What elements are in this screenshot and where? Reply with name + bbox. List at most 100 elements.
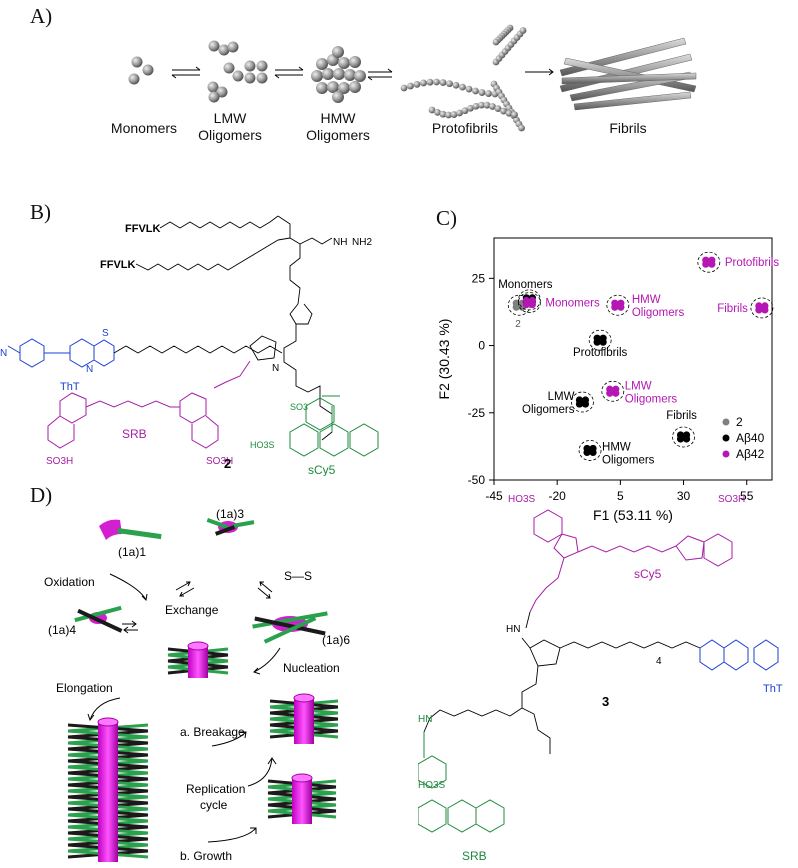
protofibril-beads (400, 24, 527, 132)
data-point (611, 303, 619, 311)
series-2-marker-label: 2 (515, 319, 521, 330)
fibril-fragment-1 (269, 693, 339, 744)
panel-d-label: D) (30, 483, 53, 507)
species-1a4-glyph (74, 605, 123, 633)
y-axis-label: F2 (30.43 %) (436, 319, 452, 400)
cluster-ellipse (750, 297, 774, 319)
point-label: Oligomers (602, 454, 655, 466)
svg-text:N: N (0, 348, 7, 359)
cluster-ellipse (578, 440, 602, 461)
cluster-ellipse (697, 251, 721, 273)
tht-fragment (7, 338, 115, 368)
point-label: LMW (625, 380, 652, 392)
species-1a6-label: (1a)6 (322, 633, 350, 647)
compound-3-backbone (423, 611, 701, 754)
cluster-ellipse (517, 292, 541, 313)
equilibrium-arrow-1 (171, 66, 201, 79)
data-point (522, 300, 530, 309)
srb-fragment-3 (418, 732, 505, 833)
lmw-oligomer-spheres (207, 40, 268, 103)
point-label: Fibrils (666, 410, 697, 422)
species-1a1-glyph (99, 519, 162, 540)
x-axis-label: F1 (53.11 %) (593, 507, 673, 523)
data-point (599, 338, 607, 346)
fibril-fragment-2 (267, 773, 337, 824)
legend-marker (722, 450, 730, 458)
point-label: HMW (602, 441, 631, 453)
data-point (575, 400, 584, 408)
equilibrium-arrow-3 (367, 68, 393, 81)
legend-label: Aβ40 (736, 431, 765, 445)
legend-marker (722, 434, 730, 442)
data-point (676, 435, 685, 443)
scy5-fragment (289, 395, 379, 457)
fibril-rods (559, 37, 697, 111)
stage-protofibrils-label: Protofibrils (431, 120, 499, 136)
data-point (682, 435, 691, 443)
scheme-arrows (87, 573, 281, 843)
cluster-ellipse (606, 294, 630, 316)
cluster-ellipse (601, 380, 625, 402)
y-tick-label: 25 (472, 271, 486, 285)
panel-a-label: A) (30, 4, 53, 28)
cluster-ellipse (571, 391, 594, 413)
svg-text:SO3: SO3 (290, 402, 308, 412)
point-label: Oligomers (522, 404, 575, 416)
point-label: Protofibrils (725, 257, 780, 269)
species-1a1-label: (1a)1 (118, 545, 146, 559)
species-1a3-glyph (206, 518, 255, 536)
tht-fragment-3 (699, 639, 779, 671)
legend-label: Aβ42 (736, 447, 765, 461)
scy5-fragment-3 (529, 509, 733, 613)
svg-text:HO3S: HO3S (250, 440, 275, 450)
srb-hn: HN (418, 714, 432, 725)
scy5-so3h-left: HO3S (508, 494, 536, 505)
y-tick-label: -25 (468, 406, 486, 420)
point-label: Monomers (545, 298, 600, 310)
point-label: Oligomers (625, 393, 678, 405)
species-1a6-glyph (252, 611, 328, 644)
data-point (708, 260, 716, 268)
peptide-backbone-bonds (135, 215, 333, 441)
srb-so3h-left: SO3H (46, 456, 73, 467)
srb-so3h-3: HO3S (418, 780, 446, 791)
peptide-ffvlk-1: FFVLK (125, 223, 160, 235)
plot-frame (493, 237, 773, 481)
svg-text:NH: NH (333, 237, 347, 248)
data-point (755, 306, 763, 314)
point-label: HMW (632, 294, 661, 306)
compound-2-number: 2 (224, 456, 231, 471)
tht-label: ThT (60, 381, 80, 393)
y-tick-label: -50 (468, 473, 486, 487)
hmw-oligomer-cluster (311, 46, 366, 103)
point-label: Monomers (498, 279, 553, 291)
data-point (606, 389, 614, 397)
compound-3-number: 3 (602, 694, 609, 709)
svg-text:N: N (272, 363, 279, 374)
species-1a4-label: (1a)4 (48, 623, 76, 637)
equilibrium-arrow-2 (274, 66, 304, 79)
replication-label-1: Replication (186, 782, 245, 796)
long-fibril (67, 717, 149, 862)
monomer-spheres (128, 56, 154, 85)
x-tick-label: 55 (740, 489, 754, 503)
x-tick-label: 5 (617, 489, 624, 503)
data-point (761, 306, 769, 314)
forward-arrow (525, 68, 554, 76)
data-point (581, 400, 590, 408)
point-label: Protofibrils (573, 347, 628, 359)
panel-a-aggregation-scheme (128, 24, 697, 132)
breakage-label: a. Breakage (180, 725, 245, 739)
peptide-ffvlk-2: FFVLK (100, 259, 135, 271)
data-point (528, 300, 536, 309)
data-point (583, 448, 591, 457)
panel-b-label: B) (30, 200, 51, 224)
y-tick-label: 0 (478, 339, 485, 353)
data-point (617, 303, 625, 311)
species-1a3-label: (1a)3 (216, 507, 244, 521)
data-point (702, 260, 710, 268)
cluster-ellipse (588, 329, 612, 351)
svg-text:S: S (102, 328, 109, 339)
